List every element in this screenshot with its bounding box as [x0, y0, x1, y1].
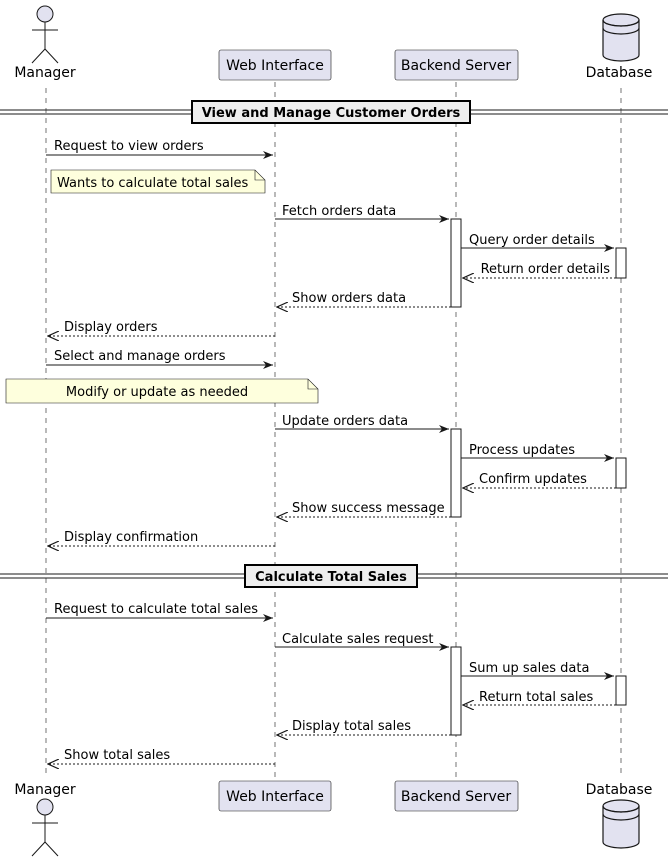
message-label: Process updates: [469, 443, 575, 458]
activation-backend-3: [450, 646, 462, 736]
message-label: Return order details: [481, 262, 611, 277]
participant-label: Manager: [14, 782, 76, 798]
database-icon: [602, 13, 640, 62]
note-wants-to-calculate: Wants to calculate total sales: [50, 169, 266, 194]
message-label: Query order details: [469, 233, 595, 248]
message-label: Calculate sales request: [282, 632, 434, 647]
message-label: Display orders: [64, 320, 158, 335]
participant-label: Database: [586, 65, 653, 81]
activation-database-1: [615, 247, 627, 279]
participant-backend-server-bottom[interactable]: Backend Server: [394, 780, 519, 812]
activation-backend-1: [450, 218, 462, 308]
message-label: Select and manage orders: [54, 349, 226, 364]
participant-web-interface-top[interactable]: Web Interface: [218, 49, 332, 81]
note-text: Wants to calculate total sales: [57, 176, 249, 191]
participant-manager-bottom[interactable]: Manager: [14, 782, 76, 857]
message-label: Sum up sales data: [469, 661, 589, 676]
participant-label: Web Interface: [226, 789, 324, 805]
section-title: View and Manage Customer Orders: [202, 106, 461, 121]
message-label: Show total sales: [64, 748, 170, 763]
activation-backend-2: [450, 428, 462, 518]
database-icon: [602, 799, 640, 849]
participant-web-interface-bottom[interactable]: Web Interface: [218, 780, 332, 812]
message-label: Show success message: [292, 501, 445, 516]
participant-database-bottom[interactable]: Database: [586, 782, 653, 849]
activation-database-2: [615, 457, 627, 489]
message-label: Request to calculate total sales: [54, 602, 258, 617]
activation-bars: [450, 218, 627, 736]
participant-label: Database: [586, 782, 653, 798]
actor-icon: [31, 5, 59, 64]
message-label: Request to view orders: [54, 139, 204, 154]
participant-label: Web Interface: [226, 58, 324, 74]
note-text: Modify or update as needed: [66, 385, 248, 400]
note-modify-or-update: Modify or update as needed: [5, 378, 319, 404]
actor-icon: [31, 798, 59, 857]
activation-database-3: [615, 675, 627, 706]
message-label: Fetch orders data: [282, 204, 396, 219]
participant-label: Backend Server: [401, 58, 511, 74]
message-label: Display confirmation: [64, 530, 198, 545]
participant-manager-top[interactable]: Manager: [14, 5, 76, 81]
message-label: Display total sales: [292, 719, 411, 734]
section-title-box: [244, 564, 418, 588]
participant-label: Manager: [14, 65, 76, 81]
participant-label: Backend Server: [401, 789, 511, 805]
message-label: Return total sales: [479, 690, 593, 705]
messages: Request to view orders Fetch orders data…: [46, 139, 616, 764]
participant-database-top[interactable]: Database: [586, 13, 653, 81]
section-calculate-total-sales: Calculate Total Sales: [0, 564, 668, 588]
message-label: Show orders data: [292, 291, 406, 306]
section-view-manage-orders: View and Manage Customer Orders: [0, 100, 668, 124]
section-title-box: [191, 100, 471, 124]
message-label: Confirm updates: [479, 472, 587, 487]
message-label: Update orders data: [282, 414, 408, 429]
section-title: Calculate Total Sales: [255, 570, 407, 585]
participant-backend-server-top[interactable]: Backend Server: [394, 49, 519, 81]
